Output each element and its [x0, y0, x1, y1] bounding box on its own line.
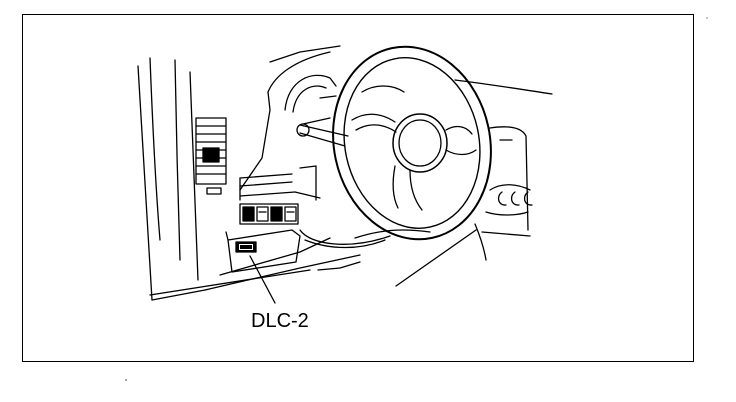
dlc-2-leader-line — [249, 255, 276, 304]
air-vent — [195, 117, 227, 195]
a-pillar-outline — [137, 57, 206, 301]
dlc-2-panel — [225, 229, 301, 273]
climate-controls — [474, 126, 533, 261]
door-trim-line — [395, 229, 477, 287]
dlc-2-connector — [235, 241, 257, 253]
center-console — [239, 165, 321, 201]
instrument-cluster — [284, 74, 337, 137]
dlc-2-label: DLC-2 — [251, 310, 309, 332]
switch-panel — [239, 203, 299, 225]
steering-column — [299, 124, 431, 239]
dashboard-outline — [149, 45, 553, 296]
steering-wheel — [332, 45, 492, 241]
